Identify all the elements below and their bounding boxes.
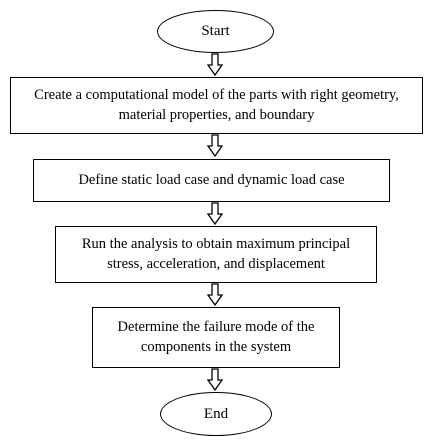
start-label: Start — [201, 23, 230, 40]
flow-arrow-4 — [207, 283, 223, 307]
step-determine-failure-mode-text: Determine the failure mode of the compon… — [117, 318, 315, 355]
flow-arrow-1 — [207, 53, 223, 77]
flow-arrow-5 — [207, 368, 223, 392]
end-terminal: End — [160, 392, 272, 436]
flow-arrow-2 — [207, 134, 223, 158]
end-label: End — [203, 405, 229, 422]
step-run-analysis: Run the analysis to obtain maximum princ… — [55, 226, 377, 283]
start-terminal: Start — [157, 10, 274, 53]
step-create-model-text: Create a computational model of the part… — [34, 86, 399, 123]
step-define-load-case: Define static load case and dynamic load… — [33, 159, 390, 202]
flow-arrow-3 — [207, 202, 223, 226]
step-define-load-case-text: Define static load case and dynamic load… — [78, 171, 345, 188]
step-create-model: Create a computational model of the part… — [10, 77, 423, 134]
step-run-analysis-text: Run the analysis to obtain maximum princ… — [81, 235, 351, 272]
step-determine-failure-mode: Determine the failure mode of the compon… — [92, 307, 340, 368]
